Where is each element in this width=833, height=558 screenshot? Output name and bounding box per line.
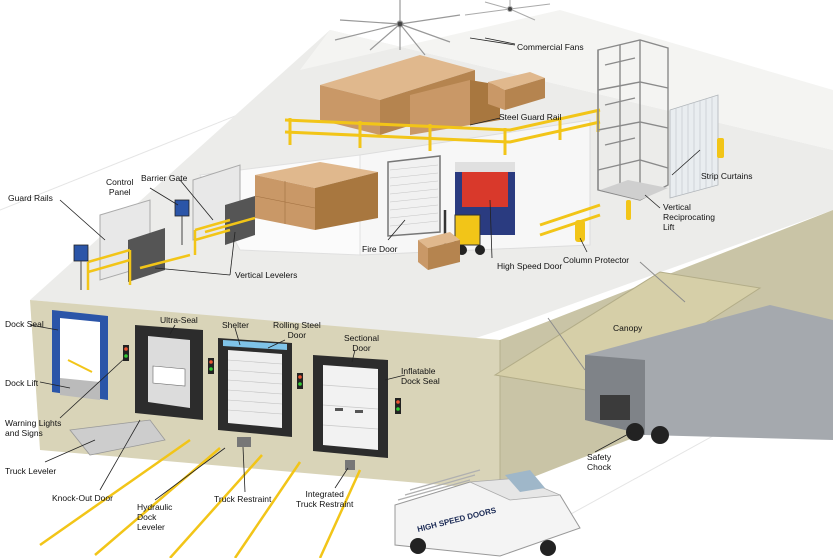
label-high-speed-door: High Speed Door — [497, 261, 563, 271]
service-truck: HIGH SPEED DOORS — [394, 469, 581, 557]
label-hydraulic-dock-leveler: Hydraulic Dock Leveler — [137, 502, 173, 532]
fire-door — [387, 155, 441, 237]
sectional-door — [313, 355, 388, 458]
vertical-reciprocating-lift — [597, 39, 669, 201]
label-dock-seal: Dock Seal — [5, 319, 44, 329]
forklift — [418, 210, 485, 270]
ultra-seal-door — [135, 325, 203, 420]
label-fire-door: Fire Door — [362, 244, 398, 254]
canopy — [493, 271, 762, 393]
label-sectional-door: Sectional Door — [344, 333, 379, 353]
label-inflatable-dock-seal: Inflatable Dock Seal — [401, 366, 440, 386]
label-steel-guard-rail: Steel Guard Rail — [499, 112, 562, 122]
label-vertical-levelers: Vertical Levelers — [235, 270, 298, 280]
label-warning-lights-and-signs: Warning Lights and Signs — [5, 418, 62, 438]
label-truck-leveler: Truck Leveler — [5, 466, 57, 476]
steel-guard-rail-upper — [284, 108, 601, 155]
label-vertical-reciprocating-lift: Vertical Reciprocating Lift — [663, 202, 715, 232]
shelter-door — [218, 338, 292, 437]
label-ultra-seal: Ultra-Seal — [160, 315, 198, 325]
label-integrated-truck-restraint: Integrated Truck Restraint — [296, 489, 354, 509]
label-barrier-gate: Barrier Gate — [141, 173, 188, 183]
column-protector — [575, 220, 585, 242]
control-panels — [73, 199, 190, 290]
commercial-fan-1 — [334, 0, 461, 56]
integrated-truck-restraint — [345, 460, 355, 470]
box-stack-middle — [254, 162, 378, 230]
trailer — [585, 305, 833, 444]
label-shelter: Shelter — [222, 320, 249, 330]
label-strip-curtains: Strip Curtains — [701, 171, 753, 181]
steel-guard-rail-right — [539, 203, 601, 237]
column-protectors-upper — [626, 138, 724, 220]
commercial-fan-2 — [464, 0, 551, 21]
driveway-lines — [39, 438, 362, 558]
label-commercial-fans: Commercial Fans — [517, 42, 584, 52]
label-knock-out-door: Knock-Out Door — [52, 493, 113, 503]
lift-platform — [600, 180, 668, 200]
leader-lines — [29, 37, 701, 501]
truck-leveler-plate — [69, 419, 166, 456]
label-control-panel: Control Panel — [106, 177, 134, 197]
canopy-supports — [547, 261, 686, 371]
label-guard-rails: Guard Rails — [8, 193, 53, 203]
label-canopy: Canopy — [613, 323, 643, 333]
label-column-protector: Column Protector — [563, 255, 630, 265]
guard-rails-left — [86, 218, 231, 290]
truck-restraint — [237, 437, 251, 447]
label-dock-lift: Dock Lift — [5, 378, 39, 388]
label-rolling-steel-door: Rolling Steel Door — [273, 320, 321, 340]
vertical-levelers — [99, 164, 255, 282]
label-truck-restraint: Truck Restraint — [214, 494, 272, 504]
warning-lights — [123, 345, 401, 414]
barrier-gate — [139, 216, 256, 270]
dock-seal — [52, 310, 108, 400]
label-safety-chock: Safety Chock — [587, 452, 612, 472]
strip-curtains — [669, 94, 719, 199]
